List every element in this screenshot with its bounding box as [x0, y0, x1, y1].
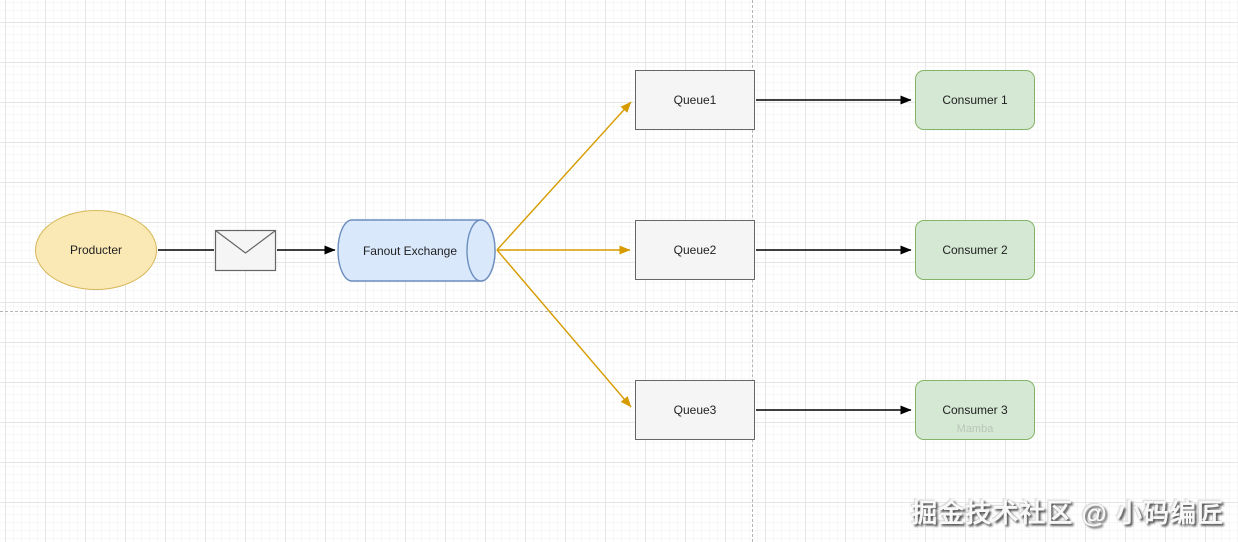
fanout-exchange-label: Fanout Exchange [362, 243, 458, 258]
fanout-edge-to-queue3 [496, 249, 632, 408]
mamba-watermark: Mamba [956, 423, 994, 435]
site-watermark: 掘金技术社区 @ 小码编匠 [911, 498, 1224, 528]
queue1-node: Queue1 [635, 70, 755, 130]
consumer1-node: Consumer 1 [915, 70, 1035, 130]
envelope-icon [214, 229, 277, 272]
queue2-label: Queue2 [673, 243, 717, 257]
queue2-node: Queue2 [635, 220, 755, 280]
consumer3-label: Consumer 3 [942, 403, 1008, 417]
fanout-exchange-node: Fanout Exchange [340, 220, 480, 281]
consumer2-node: Consumer 2 [915, 220, 1035, 280]
page-boundary-horizontal-dashed-line [0, 311, 1238, 312]
queue1-label: Queue1 [673, 93, 717, 107]
producer-label: Producter [69, 243, 123, 257]
consumer2-label: Consumer 2 [942, 243, 1008, 257]
fanout-edge-to-queue1 [496, 101, 632, 251]
queue3-label: Queue3 [673, 403, 717, 417]
queue3-node: Queue3 [635, 380, 755, 440]
consumer3-node: Consumer 3 Mamba [915, 380, 1035, 440]
fanout-exchange-cylinder-shape [337, 219, 496, 282]
producer-node: Producter [35, 210, 157, 290]
consumer1-label: Consumer 1 [942, 93, 1008, 107]
